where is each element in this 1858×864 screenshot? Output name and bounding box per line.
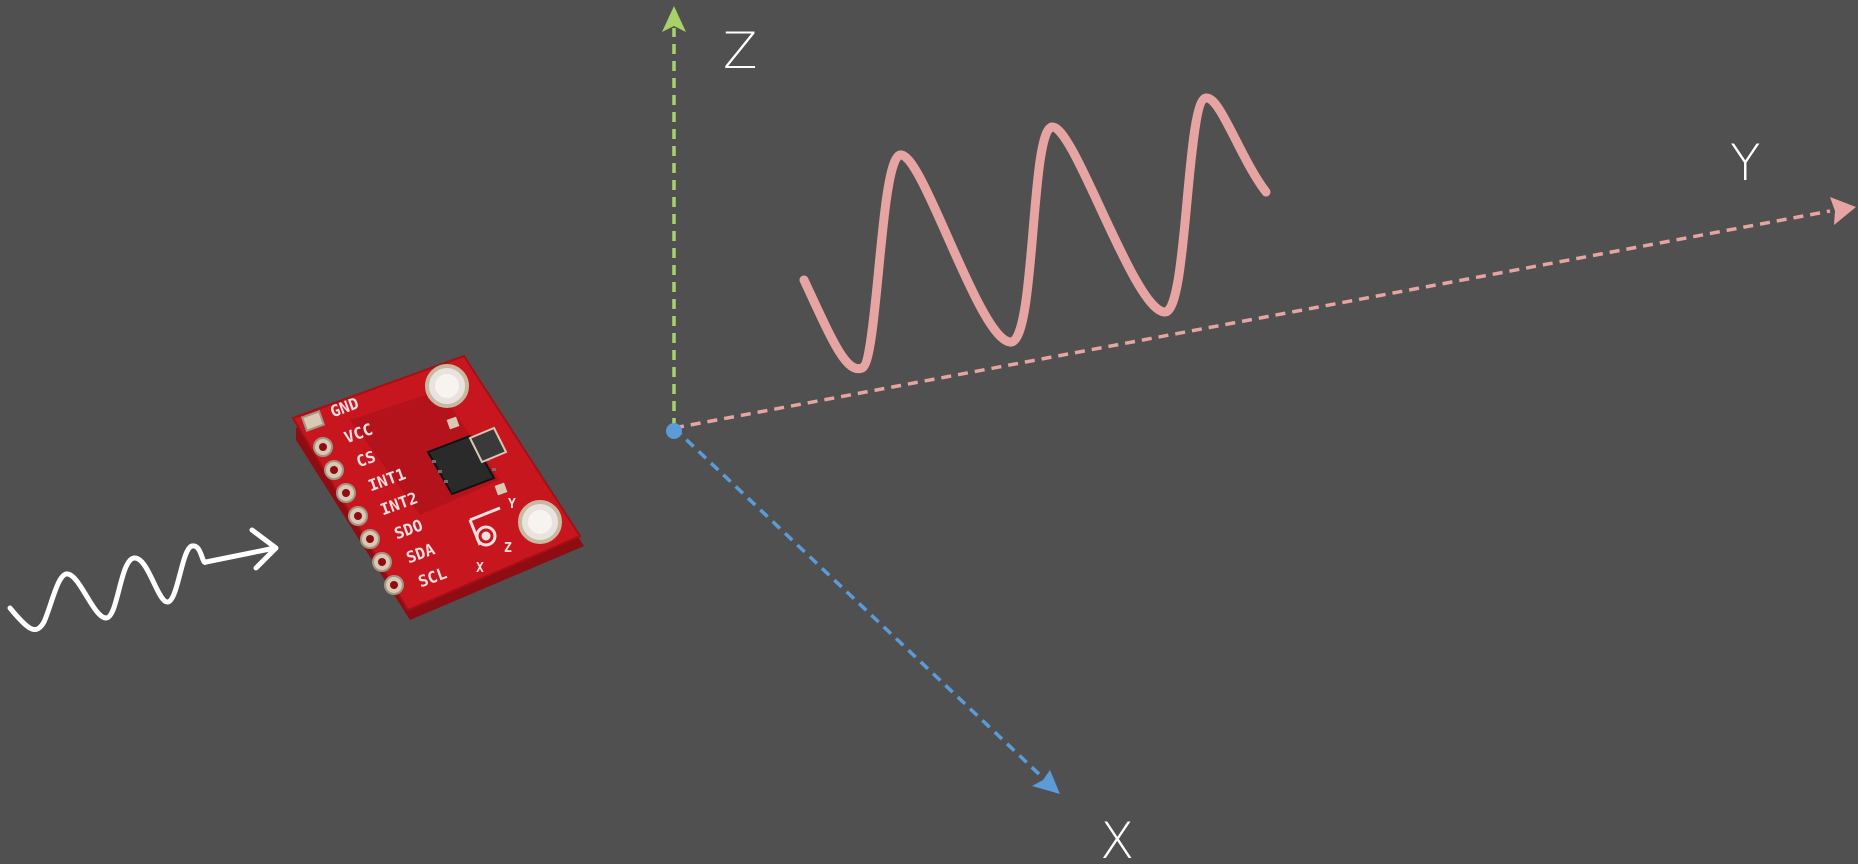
y-axis: [674, 197, 1856, 428]
z-axis-label: Z: [723, 22, 757, 80]
board-mark-z: Z: [504, 541, 512, 556]
x-axis: [674, 428, 1060, 794]
accelerometer-board: GND VCC CS INT1 INT2 SDO SDA SCL: [293, 356, 584, 620]
board-mark-y: Y: [508, 497, 516, 512]
z-axis: [662, 6, 686, 428]
x-axis-label: X: [1100, 812, 1134, 864]
board-mark-x: X: [476, 561, 484, 576]
y-axis-label: Y: [1730, 134, 1761, 192]
origin-point: [666, 423, 682, 439]
vibration-wave: [804, 98, 1266, 369]
input-vibration-arrow: [10, 530, 276, 630]
y-axis-arrowhead: [1830, 197, 1856, 225]
